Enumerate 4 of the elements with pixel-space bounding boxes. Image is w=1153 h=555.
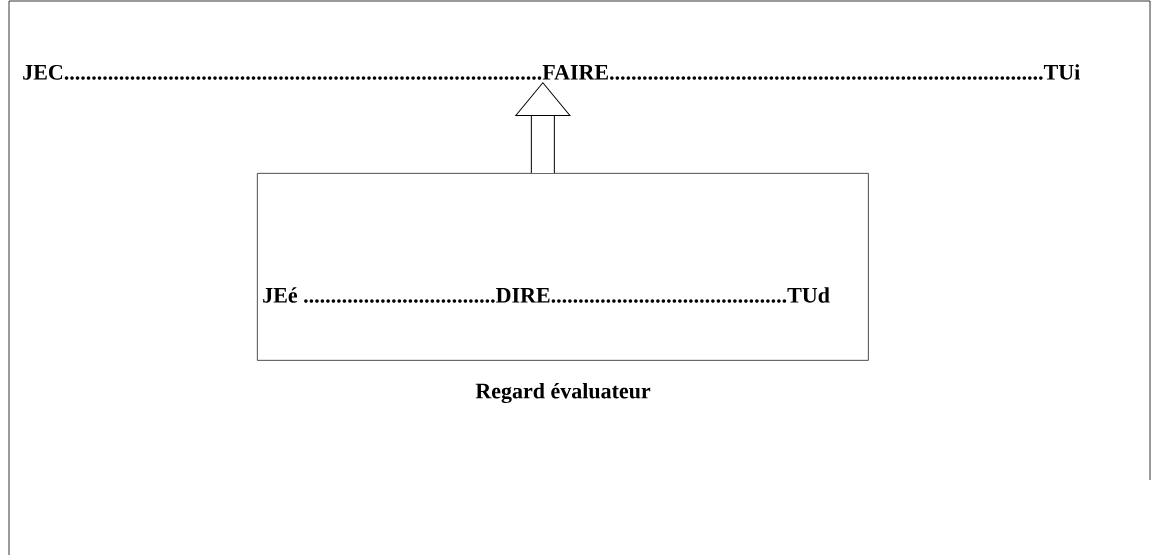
block-arrow xyxy=(515,82,571,173)
text-line: JEC.......................................................................................FAIRE...............................................................................TUi xyxy=(23,64,1080,80)
label: Regard évaluateur xyxy=(475,382,651,404)
text-box: JEé ...................................DIRE...........................................TUd xyxy=(257,173,869,361)
